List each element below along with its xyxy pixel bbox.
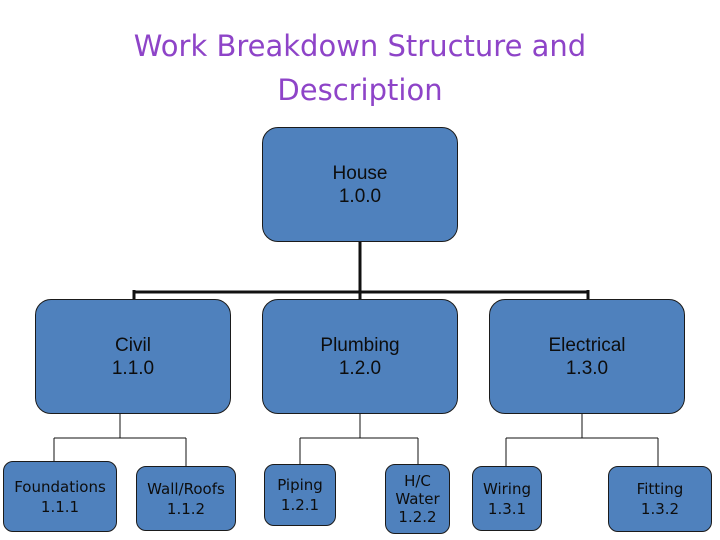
node-label-line-2: Water	[395, 490, 440, 508]
node-wall-roofs: Wall/Roofs 1.1.2	[136, 466, 236, 531]
node-label: Wiring	[482, 479, 532, 498]
node-code: 1.1.1	[40, 497, 80, 516]
node-code: 1.2.2	[398, 508, 437, 526]
title-line-1: Work Breakdown Structure and	[133, 29, 587, 63]
node-code: 1.2.1	[280, 496, 320, 514]
node-plumbing: Plumbing 1.2.0	[262, 299, 458, 414]
node-hc-water: H/C Water 1.2.2	[385, 464, 450, 534]
node-label: H/C	[404, 472, 431, 490]
node-label: Electrical	[548, 334, 626, 356]
node-electrical: Electrical 1.3.0	[489, 299, 685, 414]
node-label: Piping	[277, 476, 323, 494]
node-code: 1.1.2	[166, 499, 206, 518]
node-code: 1.1.0	[111, 357, 155, 379]
title-line-2: Description	[277, 73, 443, 107]
node-code: 1.3.2	[640, 500, 680, 518]
node-code: 1.3.0	[565, 357, 609, 379]
node-civil: Civil 1.1.0	[35, 299, 231, 414]
node-fitting: Fitting 1.3.2	[608, 466, 712, 532]
node-foundations: Foundations 1.1.1	[3, 461, 117, 532]
page-title: Work Breakdown Structure and Description	[60, 24, 660, 112]
node-code: 1.2.0	[338, 357, 382, 379]
node-label: Fitting	[636, 480, 684, 498]
node-label: Foundations	[14, 477, 106, 496]
node-house: House 1.0.0	[262, 127, 458, 242]
node-label: Plumbing	[320, 334, 400, 356]
node-label: Civil	[115, 334, 151, 356]
node-code: 1.0.0	[338, 185, 382, 207]
node-piping: Piping 1.2.1	[264, 464, 336, 526]
node-wiring: Wiring 1.3.1	[472, 466, 542, 531]
node-label: House	[332, 162, 388, 184]
node-code: 1.3.1	[487, 499, 527, 518]
node-label: Wall/Roofs	[147, 479, 225, 498]
